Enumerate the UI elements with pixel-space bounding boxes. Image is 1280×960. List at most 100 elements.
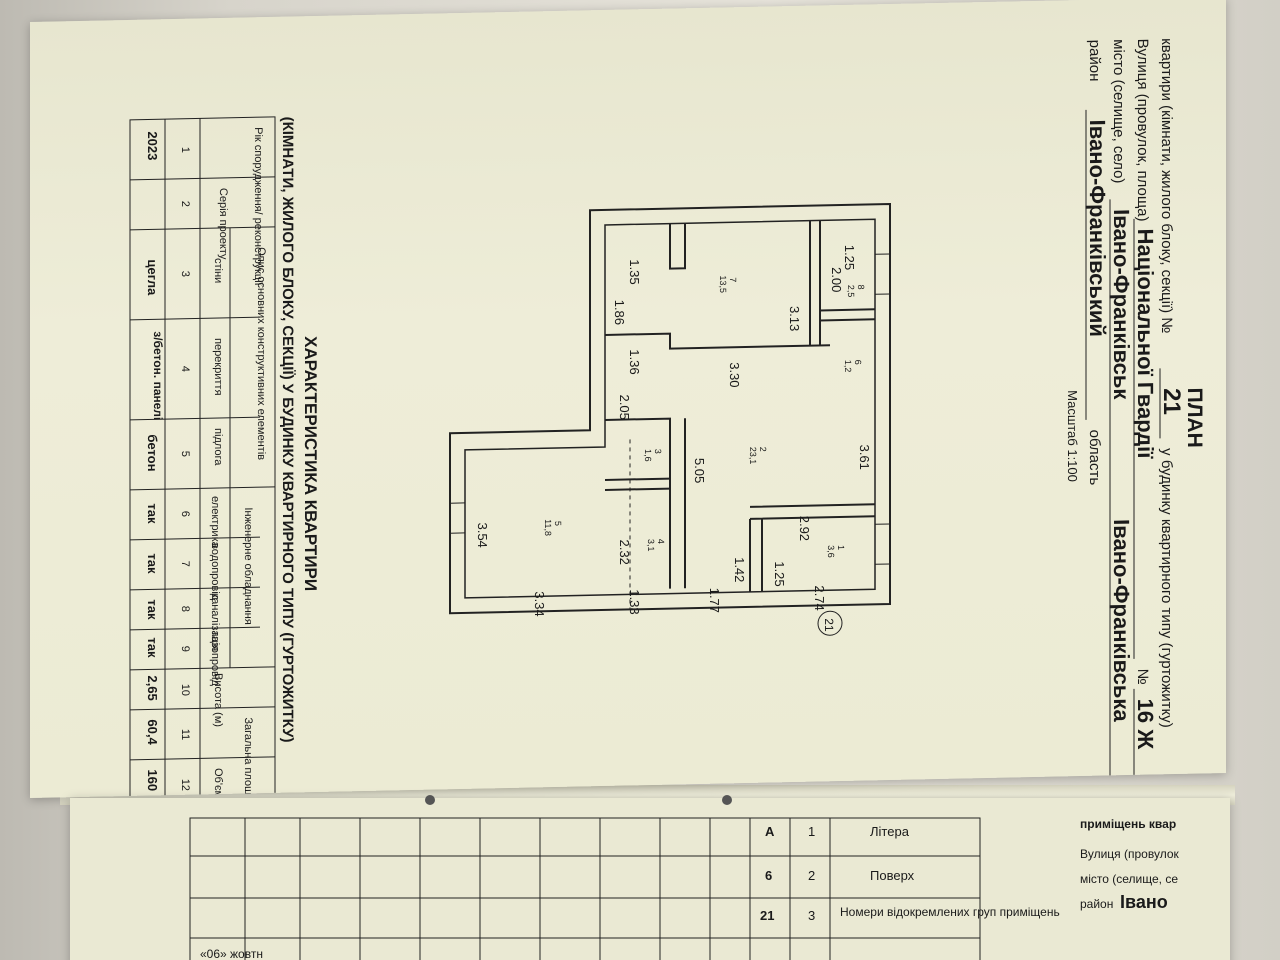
- value-electric: так: [145, 503, 160, 524]
- value-gas: так: [145, 637, 160, 658]
- district-value: Івано-Франківський: [1085, 119, 1110, 337]
- col-water: водопровід: [209, 543, 221, 601]
- second-page-footer: «06» жовтн: [200, 947, 263, 960]
- col-number: 2: [179, 201, 191, 207]
- dim-label: 1.36: [627, 349, 642, 375]
- dim-label: 3.30: [727, 362, 742, 388]
- district-label: район: [1086, 40, 1103, 82]
- col-sewer: каналізація: [209, 593, 221, 651]
- room-area: 23,1: [748, 447, 758, 465]
- col-floors: перекриття: [212, 338, 224, 396]
- col-floor: підлога: [212, 428, 224, 466]
- plan-page-svg: ПЛАН квартири (кімнати, жилого блоку, се…: [129, 38, 1206, 823]
- header-block: ПЛАН квартири (кімнати, жилого блоку, се…: [1065, 38, 1206, 780]
- dim-label: 2.74: [812, 585, 827, 611]
- room-number: 1: [836, 545, 846, 550]
- room-area: 13,5: [718, 275, 728, 293]
- col-number: 10: [179, 684, 191, 697]
- value-sewer: так: [145, 599, 160, 620]
- dim-label: 1.33: [627, 589, 642, 615]
- dim-label: 1.25: [772, 561, 787, 587]
- region-label: область: [1086, 430, 1103, 486]
- window-marks: [450, 253, 890, 565]
- dim-label: 3.34: [532, 591, 547, 617]
- col-number: 5: [179, 451, 191, 457]
- room-area: 11,8: [543, 519, 553, 536]
- value-volume: 160: [145, 769, 160, 791]
- second-page-label3: місто (селище, се: [1080, 872, 1178, 886]
- second-page-label1: приміщень квар: [1080, 817, 1176, 831]
- col-number: 7: [179, 561, 191, 567]
- dim-label: 1.86: [612, 299, 627, 325]
- street-label: Вулиця (провулок, площа): [1134, 39, 1151, 222]
- col-electric: електрика: [209, 496, 221, 549]
- flat-marker: 21: [817, 610, 843, 636]
- col-number: 3: [179, 271, 191, 277]
- characteristics-table: Рік спорудження/ реконструкції Серія про…: [129, 116, 276, 823]
- second-page-district: Івано: [1120, 892, 1168, 912]
- room-number: 6: [853, 360, 863, 365]
- room-number: 8: [856, 284, 866, 289]
- room-number: 4: [656, 539, 666, 544]
- room-number: 5: [553, 521, 563, 526]
- dim-label: 2.05: [617, 394, 632, 420]
- room-area: 3,6: [826, 545, 836, 558]
- characteristics-subtitle: (КІМНАТИ, ЖИЛОГО БЛОКУ, СЕКЦІЇ) У БУДИНК…: [279, 116, 296, 742]
- row-number: 3: [808, 908, 815, 923]
- binding-hole: [425, 795, 435, 805]
- group-construction: Опис основних конструктивних елементів: [255, 247, 267, 460]
- room-area: 2,5: [846, 285, 856, 298]
- col-area: Загальна площа (м²): [242, 717, 254, 798]
- dim-label: 2.92: [797, 516, 812, 542]
- col-number: 11: [179, 729, 191, 741]
- house-label: №: [1134, 669, 1151, 685]
- flat-marker-number: 21: [822, 618, 836, 632]
- dimension-labels: 1.35 1.86 1.36 2.05 1.25 2.00 3.13 3.30 …: [475, 245, 872, 617]
- second-page: Літера Поверх Номери відокремлених груп …: [70, 798, 1230, 960]
- value-water: так: [145, 553, 160, 574]
- dim-label: 2.00: [829, 267, 844, 293]
- col-litera: Літера: [870, 824, 910, 839]
- city-value: Івано-Франківськ: [1109, 209, 1134, 401]
- room-number: 3: [653, 449, 663, 454]
- plan-title: ПЛАН: [1183, 387, 1206, 448]
- dim-label: 3.54: [475, 522, 490, 548]
- col-gas: газопровід: [209, 632, 221, 687]
- value-walls: цегла: [145, 259, 160, 296]
- room-area: 3,1: [646, 539, 656, 552]
- room-area: 1,2: [843, 360, 853, 373]
- row-number: 2: [808, 868, 815, 883]
- region-value: Івано-Франківська: [1109, 519, 1134, 723]
- value-floors: з/бетон. панелі: [151, 331, 165, 420]
- col-poverkh: Поверх: [870, 868, 915, 883]
- col-number: 1: [179, 147, 191, 153]
- value-area: 60,4: [145, 719, 160, 745]
- value-floor: бетон: [145, 434, 160, 471]
- room-area: 1,6: [643, 449, 653, 462]
- room-number: 7: [728, 277, 738, 282]
- dim-label: 1.35: [627, 259, 642, 285]
- col-number: 9: [179, 646, 191, 652]
- header-line1-prefix: квартири (кімнати, жилого блоку, секції)…: [1158, 38, 1175, 334]
- dim-label: 5.05: [692, 458, 707, 484]
- scale-label: Масштаб 1:100: [1065, 390, 1080, 482]
- dim-label: 3.13: [787, 306, 802, 332]
- house-value: 16 Ж: [1133, 698, 1158, 749]
- characteristics-title-block: ХАРАКТЕРИСТИКА КВАРТИРИ (КІМНАТИ, ЖИЛОГО…: [279, 116, 320, 742]
- room-labels: 8 2,5 7 13,5 6 1,2 2 23,1 3 1,6 5 11,8 4…: [543, 275, 866, 558]
- col-number: 6: [179, 511, 191, 517]
- second-page-label2: Вулиця (провулок: [1080, 847, 1180, 861]
- col-number: 4: [179, 366, 191, 372]
- dim-label: 2.32: [617, 539, 632, 565]
- value-year: 2023: [145, 131, 160, 160]
- col-number: 12: [179, 779, 191, 792]
- value-height: 2,65: [145, 675, 160, 701]
- binding-hole: [722, 795, 732, 805]
- row-number: 1: [808, 824, 815, 839]
- street-value: Національної Гвардії: [1133, 228, 1158, 459]
- second-page-label4: район: [1080, 897, 1113, 911]
- header-line1-suffix: у будинку квартирного типу (гуртожитку): [1158, 448, 1175, 728]
- col-series: Серія проекту: [217, 188, 229, 260]
- col-year: Рік спорудження/ реконструкції: [252, 127, 264, 286]
- value-litera: А: [765, 824, 775, 839]
